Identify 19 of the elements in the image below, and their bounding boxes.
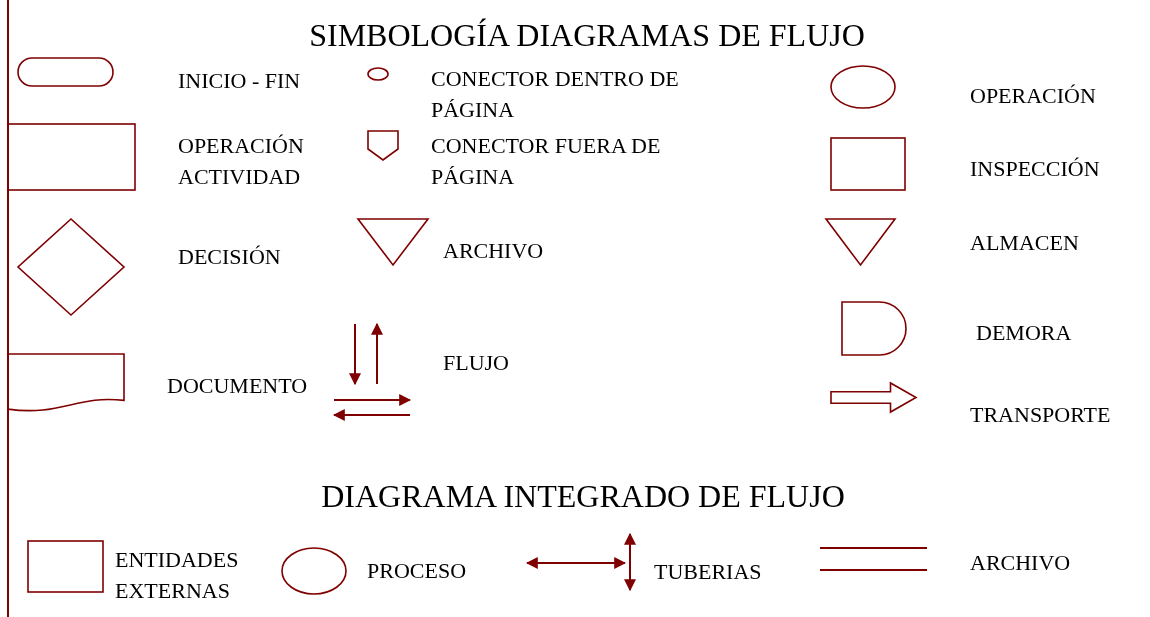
symbol-label: CONECTOR FUERA DE PÁGINA	[431, 132, 662, 191]
symbol-label: ENTIDADES EXTERNAS	[115, 546, 240, 605]
symbol-label: INSPECCIÓN	[970, 155, 1101, 183]
symbol-label: ALMACEN	[970, 229, 1080, 257]
symbol-label: CONECTOR DENTRO DE PÁGINA	[431, 65, 680, 124]
symbol-label: OPERACIÓN ACTIVIDAD	[178, 132, 305, 191]
symbol-label: OPERACIÓN	[970, 82, 1097, 110]
symbol-label: DECISIÓN	[178, 243, 282, 271]
symbol-label: DEMORA	[976, 319, 1073, 347]
title: SIMBOLOGÍA DIAGRAMAS DE FLUJO	[308, 17, 866, 53]
section-heading: DIAGRAMA INTEGRADO DE FLUJO	[320, 478, 846, 514]
symbol-label: INICIO - FIN	[178, 67, 302, 95]
symbol-label: PROCESO	[367, 557, 468, 585]
symbol-label: ARCHIVO	[443, 237, 545, 265]
symbol-label: TRANSPORTE	[970, 401, 1112, 429]
symbol-label: DOCUMENTO	[167, 372, 309, 400]
symbol-label: TUBERIAS	[654, 558, 763, 586]
symbol-label: ARCHIVO	[970, 549, 1072, 577]
symbol-label: FLUJO	[443, 349, 510, 377]
